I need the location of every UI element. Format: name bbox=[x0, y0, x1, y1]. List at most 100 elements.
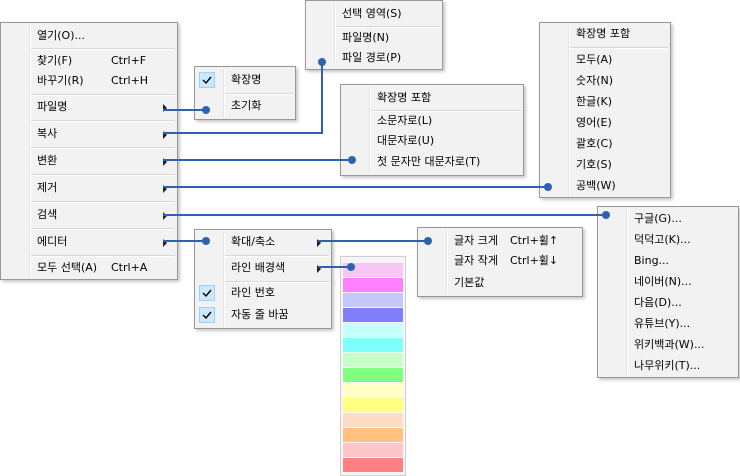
menu-item-shortcut: Ctrl+H bbox=[111, 74, 149, 87]
color-swatch[interactable] bbox=[343, 293, 403, 307]
menu-item-include-extension[interactable]: 확장명 포함 bbox=[540, 23, 670, 45]
menu-item-label: 바꾸기(R) bbox=[37, 74, 84, 87]
menu-item-remove-all[interactable]: 모두(A) bbox=[540, 49, 670, 71]
submenu-arrow-icon bbox=[317, 239, 321, 247]
menu-separator bbox=[31, 255, 175, 257]
menu-item-filename[interactable]: 파일명 bbox=[1, 96, 177, 118]
menu-item-remove[interactable]: 제거 bbox=[1, 177, 177, 199]
menu-gutter bbox=[369, 87, 371, 173]
filename-submenu: 확장명 초기화 bbox=[194, 66, 296, 120]
connector-dot bbox=[602, 211, 610, 219]
connector-dot bbox=[348, 156, 356, 164]
submenu-arrow-icon bbox=[317, 265, 321, 273]
menu-item-uppercase[interactable]: 대문자로(U) bbox=[341, 130, 523, 152]
menu-item-label: 선택 영역(S) bbox=[342, 7, 402, 20]
menu-item-open[interactable]: 열기(O)... bbox=[1, 25, 177, 47]
menu-item-font-smaller[interactable]: 글자 작게 Ctrl+휠↓ bbox=[418, 250, 582, 272]
menu-item-remove-symbols[interactable]: 기호(S) bbox=[540, 154, 670, 176]
menu-item-remove-english[interactable]: 영어(E) bbox=[540, 112, 670, 134]
checkmark-icon bbox=[199, 285, 215, 301]
menu-item-remove-hangul[interactable]: 한글(K) bbox=[540, 91, 670, 113]
color-swatch[interactable] bbox=[343, 308, 403, 322]
menu-item-search-daum[interactable]: 다음(D)... bbox=[598, 292, 738, 314]
menu-item-search-google[interactable]: 구글(G)... bbox=[598, 208, 738, 230]
color-swatch[interactable] bbox=[343, 263, 403, 277]
menu-item-remove-numbers[interactable]: 숫자(N) bbox=[540, 70, 670, 92]
menu-item-label: 글자 작게 bbox=[454, 254, 498, 267]
menu-item-label: 열기(O)... bbox=[37, 29, 85, 42]
menu-item-label: 위키백과(W)... bbox=[634, 338, 705, 351]
menu-separator bbox=[225, 255, 329, 257]
menu-item-font-default[interactable]: 기본값 bbox=[418, 272, 582, 294]
menu-item-word-wrap[interactable]: 자동 줄 바꿈 bbox=[195, 304, 331, 326]
menu-item-label: 소문자로(L) bbox=[377, 114, 433, 127]
convert-submenu: 확장명 포함 소문자로(L) 대문자로(U) 첫 문자만 대문자로(T) bbox=[340, 84, 524, 176]
menu-separator bbox=[371, 110, 521, 112]
menu-gutter bbox=[446, 230, 448, 294]
menu-gutter bbox=[223, 232, 225, 326]
menu-item-copy-filepath[interactable]: 파일 경로(P) bbox=[306, 47, 442, 69]
menu-item-search-youtube[interactable]: 유튜브(Y)... bbox=[598, 313, 738, 335]
menu-item-extension[interactable]: 확장명 bbox=[195, 69, 295, 91]
color-swatch[interactable] bbox=[343, 278, 403, 292]
menu-item-convert[interactable]: 변환 bbox=[1, 150, 177, 172]
submenu-arrow-icon bbox=[163, 239, 167, 247]
menu-item-label: 확장명 bbox=[231, 73, 262, 86]
menu-item-lowercase[interactable]: 소문자로(L) bbox=[341, 110, 523, 132]
connector-dot bbox=[202, 237, 210, 245]
menu-item-editor[interactable]: 에디터 bbox=[1, 231, 177, 253]
menu-item-label: 파일 경로(P) bbox=[342, 51, 402, 64]
menu-separator bbox=[31, 120, 175, 122]
menu-item-copy-filename[interactable]: 파일명(N) bbox=[306, 27, 442, 49]
menu-item-search-namuwiki[interactable]: 나무위키(T)... bbox=[598, 355, 738, 377]
menu-item-zoom[interactable]: 확대/축소 bbox=[195, 231, 331, 253]
main-context-menu: 열기(O)... 찾기(F) Ctrl+F 바꾸기(R) Ctrl+H 파일명 … bbox=[0, 22, 178, 280]
color-swatch[interactable] bbox=[343, 323, 403, 337]
menu-item-label: Bing... bbox=[634, 254, 670, 267]
menu-item-label: 라인 배경색 bbox=[231, 261, 286, 274]
menu-item-find[interactable]: 찾기(F) Ctrl+F bbox=[1, 50, 177, 72]
menu-item-select-all[interactable]: 모두 선택(A) Ctrl+A bbox=[1, 257, 177, 279]
menu-item-label: 확장명 포함 bbox=[576, 27, 631, 40]
menu-item-remove-brackets[interactable]: 괄호(C) bbox=[540, 133, 670, 155]
menu-separator bbox=[336, 26, 440, 28]
menu-item-search-naver[interactable]: 네이버(N)... bbox=[598, 271, 738, 293]
menu-item-copy[interactable]: 복사 bbox=[1, 123, 177, 145]
menu-separator bbox=[225, 281, 329, 283]
menu-separator bbox=[570, 47, 668, 49]
menu-item-label: 복사 bbox=[37, 127, 58, 140]
color-swatch[interactable] bbox=[343, 428, 403, 442]
menu-item-remove-spaces[interactable]: 공백(W) bbox=[540, 175, 670, 197]
submenu-arrow-icon bbox=[163, 185, 167, 193]
menu-item-search-duckduckgo[interactable]: 덕덕고(K)... bbox=[598, 229, 738, 251]
menu-item-capitalize[interactable]: 첫 문자만 대문자로(T) bbox=[341, 151, 523, 173]
menu-separator bbox=[31, 48, 175, 50]
zoom-submenu: 글자 크게 Ctrl+휠↑ 글자 작게 Ctrl+휠↓ 기본값 bbox=[417, 227, 583, 297]
menu-item-reset[interactable]: 초기화 bbox=[195, 95, 295, 117]
menu-item-search-wikipedia[interactable]: 위키백과(W)... bbox=[598, 334, 738, 356]
menu-item-search-bing[interactable]: Bing... bbox=[598, 250, 738, 272]
menu-separator bbox=[225, 93, 293, 95]
menu-item-font-bigger[interactable]: 글자 크게 Ctrl+휠↑ bbox=[418, 230, 582, 252]
menu-item-label: 찾기(F) bbox=[37, 54, 73, 67]
menu-gutter bbox=[568, 25, 570, 195]
menu-item-copy-selection[interactable]: 선택 영역(S) bbox=[306, 3, 442, 25]
connector-line bbox=[163, 62, 323, 134]
menu-item-label: 숫자(N) bbox=[576, 74, 614, 87]
color-swatch[interactable] bbox=[343, 413, 403, 427]
color-swatch[interactable] bbox=[343, 338, 403, 352]
menu-item-line-numbers[interactable]: 라인 번호 bbox=[195, 282, 331, 304]
menu-item-replace[interactable]: 바꾸기(R) Ctrl+H bbox=[1, 70, 177, 92]
color-swatch[interactable] bbox=[343, 458, 403, 472]
menu-item-include-extension[interactable]: 확장명 포함 bbox=[341, 87, 523, 109]
menu-item-line-background[interactable]: 라인 배경색 bbox=[195, 257, 331, 279]
menu-gutter bbox=[223, 69, 225, 117]
color-swatch[interactable] bbox=[343, 353, 403, 367]
menu-item-label: 다음(D)... bbox=[634, 296, 682, 309]
color-swatch[interactable] bbox=[343, 398, 403, 412]
color-swatch[interactable] bbox=[343, 368, 403, 382]
menu-item-label: 첫 문자만 대문자로(T) bbox=[377, 155, 481, 168]
color-swatch[interactable] bbox=[343, 383, 403, 397]
color-swatch[interactable] bbox=[343, 443, 403, 457]
